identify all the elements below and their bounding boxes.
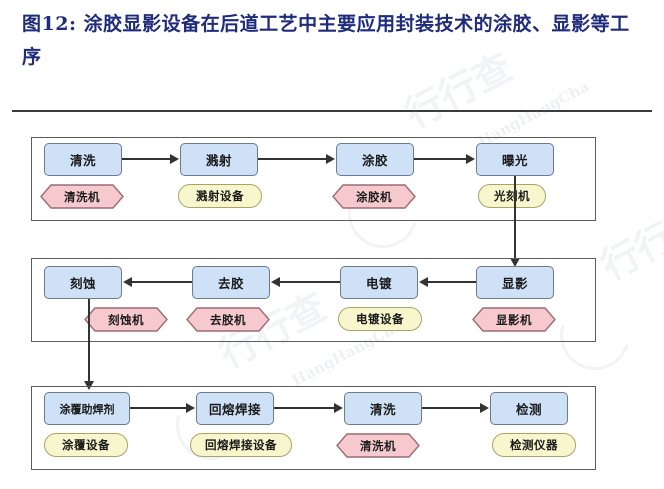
process-node-jiance[interactable]: 检测	[490, 392, 568, 425]
arrowhead-down	[510, 258, 520, 267]
connector-keshi-tufuzhuhanji	[88, 299, 90, 385]
arrowhead-right	[466, 154, 475, 164]
process-group-row-3	[31, 386, 596, 470]
connector-xianying-dianmu	[428, 281, 476, 283]
connector-qingxi-jiance	[422, 407, 482, 409]
equipment-tag-qingxiji2[interactable]: 清洗机	[336, 433, 420, 458]
equipment-tag-qujiaoji[interactable]: 去胶机	[186, 307, 270, 332]
process-node-huirunhanjie[interactable]: 回熔焊接	[196, 392, 274, 425]
equipment-tag-label: 去胶机	[210, 314, 246, 327]
equipment-tag-huirunhanjieshebei[interactable]: 回熔焊接设备	[190, 433, 292, 457]
hexagon-shape	[332, 184, 416, 209]
connector-qujiao-keshi	[132, 281, 192, 283]
connector-diandu-qujiao	[280, 281, 340, 283]
equipment-tag-label: 刻蚀机	[108, 314, 144, 327]
watermark-logo: 行行查	[593, 195, 664, 289]
connector-qingxi-jianshe	[122, 158, 172, 160]
process-node-keshi[interactable]: 刻蚀	[44, 266, 122, 299]
equipment-tag-label: 清洗机	[64, 191, 100, 204]
process-node-jianshe[interactable]: 溅射	[180, 143, 258, 176]
process-node-tujiao[interactable]: 涂胶	[336, 143, 414, 176]
process-node-baoguang[interactable]: 曝光	[476, 143, 554, 176]
arrowhead-left	[123, 277, 132, 287]
equipment-tag-dianmushebei[interactable]: 电镀设备	[338, 307, 422, 331]
equipment-tag-label: 涂胶机	[356, 191, 392, 204]
process-node-xianying[interactable]: 显影	[476, 266, 554, 299]
equipment-tag-label: 清洗机	[360, 440, 396, 453]
process-node-diandu[interactable]: 电镀	[340, 266, 418, 299]
process-node-qujiao[interactable]: 去胶	[192, 266, 270, 299]
connector-baoguang-xianying	[514, 176, 516, 262]
equipment-tag-qingxiji[interactable]: 清洗机	[40, 184, 124, 209]
hexagon-shape	[472, 307, 556, 332]
hexagon-shape	[40, 184, 124, 209]
equipment-tag-tufushebei[interactable]: 涂覆设备	[44, 433, 128, 457]
arrowhead-right	[334, 403, 343, 413]
hexagon-shape	[186, 307, 270, 332]
arrowhead-down	[84, 381, 94, 390]
equipment-tag-tujiaoji[interactable]: 涂胶机	[332, 184, 416, 209]
connector-huirun-qingxi	[274, 407, 336, 409]
arrowhead-right	[480, 403, 489, 413]
equipment-tag-label: 显影机	[496, 314, 532, 327]
arrowhead-right	[186, 403, 195, 413]
arrowhead-right	[326, 154, 335, 164]
process-group-row-1	[31, 137, 596, 221]
equipment-tag-jiansheshebei[interactable]: 溅射设备	[178, 184, 262, 208]
equipment-tag-xianyingji[interactable]: 显影机	[472, 307, 556, 332]
arrowhead-right	[170, 154, 179, 164]
arrowhead-left	[419, 277, 428, 287]
connector-tufu-huirun	[130, 407, 188, 409]
equipment-tag-jianceyiqi[interactable]: 检测仪器	[492, 433, 576, 457]
connector-tujiao-baoguang	[414, 158, 468, 160]
process-node-qingxi2[interactable]: 清洗	[344, 392, 422, 425]
process-group-row-2	[31, 258, 596, 342]
equipment-tag-guangkeji[interactable]: 光刻机	[478, 184, 546, 208]
page-title: 图12: 涂胶显影设备在后道工艺中主要应用封装技术的涂胶、显影等工序	[22, 13, 630, 68]
title-divider	[12, 110, 652, 112]
hexagon-shape	[336, 433, 420, 458]
hexagon-shape	[84, 307, 168, 332]
process-node-tufuzhuhanji[interactable]: 涂覆助焊剂	[44, 392, 130, 425]
process-node-qingxi[interactable]: 清洗	[44, 143, 122, 176]
equipment-tag-keshiji[interactable]: 刻蚀机	[84, 307, 168, 332]
arrowhead-left	[271, 277, 280, 287]
connector-jianshe-tujiao	[258, 158, 328, 160]
